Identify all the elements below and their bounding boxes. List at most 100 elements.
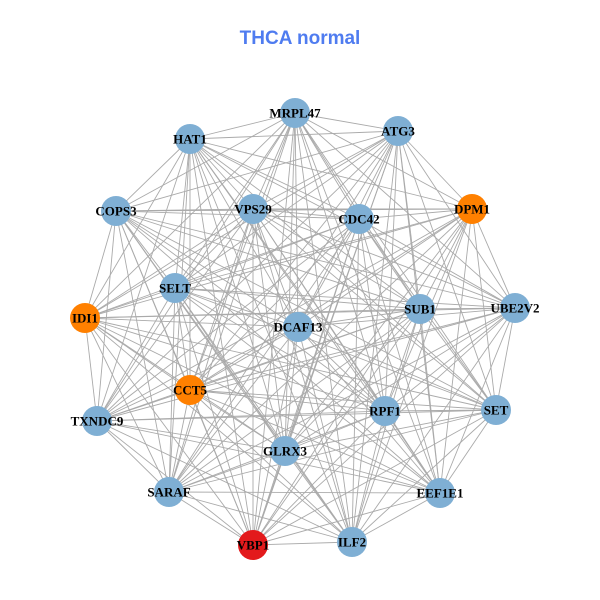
edge [174, 208, 254, 289]
edge [168, 450, 286, 493]
node-ilf2: ILF2 [337, 527, 367, 557]
edge [189, 138, 473, 210]
node-glrx3: GLRX3 [263, 436, 308, 466]
edge [358, 218, 421, 310]
edge [284, 208, 473, 452]
node-circle [238, 194, 268, 224]
edge [174, 287, 421, 310]
edge [351, 218, 360, 543]
edge [189, 138, 254, 546]
edge [252, 208, 286, 452]
node-circle [175, 124, 205, 154]
edge [168, 208, 254, 493]
node-saraf: SARAF [147, 477, 191, 507]
edge [96, 130, 399, 422]
edge [252, 208, 441, 494]
edge [115, 210, 497, 411]
edge [189, 389, 254, 546]
node-circle [283, 312, 313, 342]
edge [284, 450, 441, 494]
edge [115, 210, 360, 220]
node-dcaf13: DCAF13 [273, 312, 323, 342]
node-circle [101, 196, 131, 226]
edge [439, 409, 497, 494]
node-label: DPM1 [454, 202, 490, 217]
edge [84, 287, 176, 319]
edge [252, 208, 353, 543]
edge [297, 307, 516, 328]
node-circle [160, 273, 190, 303]
edge [115, 112, 296, 212]
edge [471, 208, 516, 309]
edge [96, 210, 117, 422]
edge [419, 208, 473, 310]
edge [96, 308, 421, 422]
node-circle [280, 98, 310, 128]
edge [96, 420, 286, 452]
edge [189, 307, 516, 391]
node-label: EEF1E1 [417, 486, 464, 501]
edge [84, 317, 170, 493]
edge [189, 389, 441, 494]
node-txndc9: TXNDC9 [71, 406, 124, 436]
edge [84, 317, 386, 412]
edge [252, 208, 360, 220]
edge [297, 326, 497, 411]
edge [168, 112, 296, 493]
edge [189, 130, 399, 391]
edge [189, 208, 254, 391]
node-cops3: COPS3 [95, 196, 137, 226]
node-hat1: HAT1 [173, 124, 207, 154]
edge [174, 287, 516, 309]
edge [189, 389, 386, 412]
edge [84, 317, 353, 543]
node-label: GLRX3 [263, 444, 308, 459]
edge [495, 307, 516, 411]
edge [115, 210, 299, 328]
edge [96, 307, 516, 422]
node-circle [405, 294, 435, 324]
chart-title: THCA normal [239, 28, 361, 49]
edge [351, 208, 473, 543]
node-selt: SELT [159, 273, 191, 303]
edge [189, 112, 296, 140]
edge [252, 130, 399, 546]
edge [294, 112, 360, 220]
node-cct5: CCT5 [173, 375, 207, 405]
node-label: COPS3 [95, 204, 137, 219]
edge [168, 208, 473, 493]
edge [294, 112, 497, 411]
edge [174, 287, 191, 391]
edge [294, 112, 399, 132]
node-label: IDI1 [72, 311, 98, 326]
edge [189, 138, 497, 411]
edge [284, 409, 497, 452]
edge [358, 218, 441, 494]
edge [168, 491, 441, 494]
edge [284, 112, 296, 452]
node-label: TXNDC9 [71, 414, 124, 429]
node-circle [270, 436, 300, 466]
edge [189, 389, 286, 452]
edges [84, 112, 516, 546]
node-circle [82, 406, 112, 436]
node-label: ATG3 [381, 124, 415, 139]
node-label: SARAF [147, 485, 190, 500]
edge [439, 208, 473, 494]
node-circle [337, 527, 367, 557]
node-circle [175, 375, 205, 405]
edge [84, 208, 254, 319]
edge [84, 317, 299, 328]
edge [397, 130, 473, 210]
node-label: SUB1 [404, 302, 436, 317]
edge [174, 287, 299, 328]
edge [297, 326, 353, 543]
edge [297, 218, 360, 328]
edge [96, 287, 176, 422]
edge [284, 450, 353, 543]
edge [115, 210, 386, 412]
edge [419, 307, 516, 310]
edge [189, 138, 353, 543]
